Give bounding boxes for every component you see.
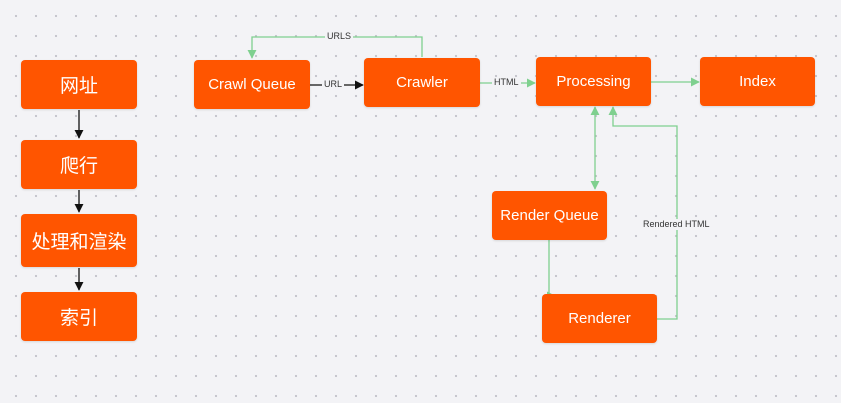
renderer-node: Renderer [542, 294, 657, 343]
step-url-node: 网址 [21, 60, 137, 109]
render-queue-node: Render Queue [492, 191, 607, 240]
step-process-render-node: 处理和渲染 [21, 214, 137, 267]
edge-label-rendered-html: Rendered HTML [641, 219, 712, 230]
crawl-queue-node: Crawl Queue [194, 60, 310, 109]
edge-label-html: HTML [492, 77, 521, 88]
edge-label-url: URL [322, 79, 345, 90]
step-index-node: 索引 [21, 292, 137, 341]
edge-rendered-html [608, 106, 678, 320]
edge-render-queue-to-renderer [546, 240, 556, 301]
step-crawl-node: 爬行 [21, 140, 137, 189]
edge-label-urls: URLS [325, 31, 354, 42]
processing-node: Processing [536, 57, 651, 106]
index-node: Index [700, 57, 815, 106]
crawler-node: Crawler [364, 58, 480, 107]
